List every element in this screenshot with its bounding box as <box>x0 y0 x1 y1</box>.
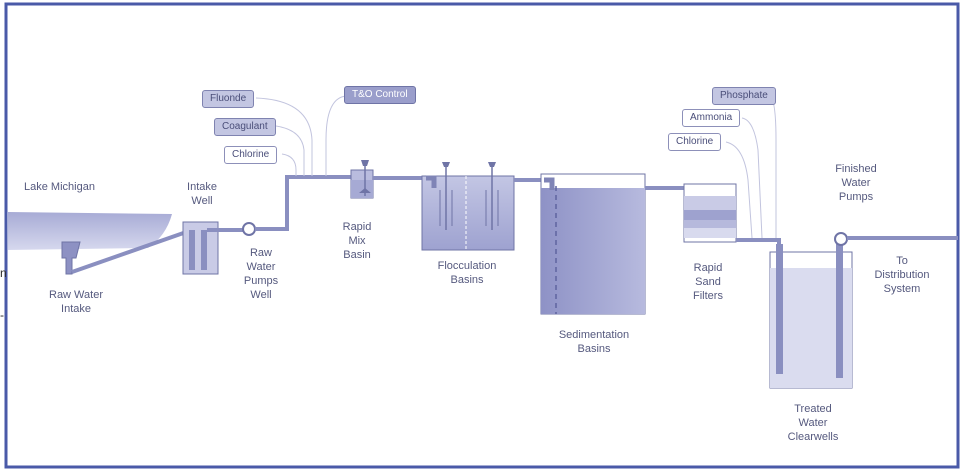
floc-motor-a <box>442 162 450 167</box>
intake-pipe <box>71 228 193 274</box>
sedimentation-water <box>541 188 645 314</box>
flocculation-tank <box>421 175 515 251</box>
chemical-tag-fluoride: Fluonde <box>202 90 255 108</box>
sand-filter-gravel <box>684 220 736 228</box>
feed-line-fluoride <box>255 97 313 176</box>
feed-line-phosphate <box>769 95 777 238</box>
rapid-mix-impeller <box>359 188 371 193</box>
feed-line-chlorine-2 <box>725 141 753 239</box>
outer-frame <box>4 2 960 469</box>
sand-filter-water <box>684 196 736 210</box>
edge-fragment-n: n <box>0 266 7 280</box>
edge-fragment-dash: - <box>0 308 4 322</box>
chemical-tag-chlorine-2: Chlorine <box>668 133 722 151</box>
chemical-tag-ammonia: Ammonia <box>682 109 741 127</box>
rapid-mix-water <box>351 180 373 198</box>
clearwell-suction-pipe <box>836 240 843 378</box>
feed-line-chlorine <box>281 153 297 176</box>
chemical-tag-chlorine: Chlorine <box>224 146 278 164</box>
rapid-mix-motor <box>361 160 369 166</box>
lake-michigan-label: Lake Michigan <box>24 181 95 193</box>
feed-line-ammonia <box>741 117 763 239</box>
chemical-tag-coagulant: Coagulant <box>214 118 276 136</box>
intake-well-pipe-a <box>189 230 195 270</box>
floc-inlet-elbow <box>426 175 437 188</box>
raw-pipe-up <box>255 175 352 231</box>
raw-water-pump <box>242 222 256 236</box>
lake-michigan-water <box>8 212 172 250</box>
feed-line-coagulant <box>275 125 305 176</box>
finished-water-pump <box>834 232 848 246</box>
sand-filter-underdrain <box>684 228 736 238</box>
chemical-tag-phosphate: Phosphate <box>712 87 776 105</box>
sand-filter-media <box>684 210 736 220</box>
sed-inlet-elbow <box>544 177 555 190</box>
raw-water-intake-structure <box>61 241 81 275</box>
floc-motor-b <box>488 162 496 167</box>
intake-well-pipe-b <box>201 230 207 270</box>
clearwell-inlet-pipe <box>776 244 783 374</box>
chemical-tag-to-control: T&O Control <box>344 86 416 104</box>
feed-line-to <box>325 95 347 176</box>
